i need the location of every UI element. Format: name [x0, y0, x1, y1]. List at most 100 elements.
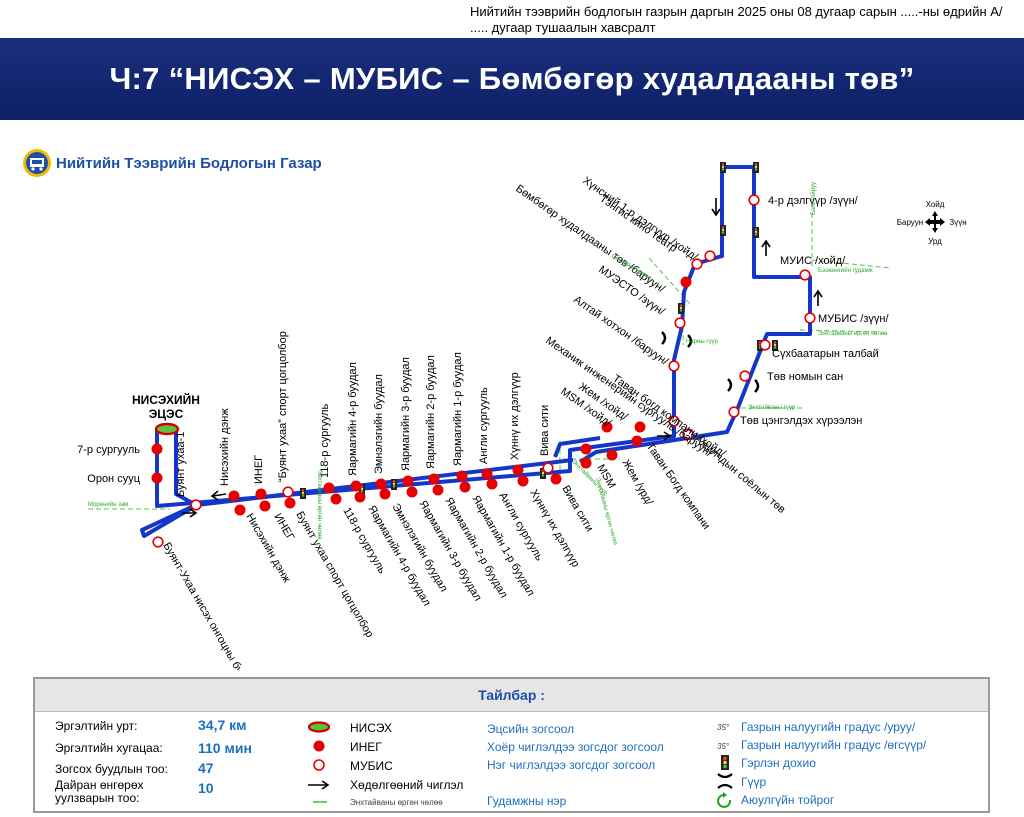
agency-header: Нийтийн Тээврийн Бодлогын Газар	[22, 146, 322, 180]
two-way-stop-icon	[606, 449, 618, 461]
one-way-stop-icon	[804, 312, 816, 324]
legend-one-way-text: Нэг чиглэлдээ зогсдог зогсоол	[487, 758, 656, 772]
direction-arrow-icon	[657, 431, 672, 441]
legend-roundabout-icon	[717, 792, 732, 808]
decree-text: Нийтийн тээврийн бодлогын газрын даргын …	[470, 4, 1003, 35]
two-way-stop-icon	[601, 421, 613, 433]
bridge-icon	[727, 378, 733, 392]
traffic-light-icon	[720, 162, 726, 173]
two-way-stop-icon	[486, 478, 498, 490]
stop-label: Төв номын сан	[767, 371, 843, 383]
traffic-light-icon	[753, 227, 759, 238]
two-way-stop-icon	[631, 435, 643, 447]
stop-label: 118-р сургууль	[319, 403, 331, 478]
route-line	[553, 436, 601, 458]
legend-slope-down-text: Газрын налуугийн градус /уруу/	[741, 720, 916, 734]
terminal-icon	[154, 422, 180, 436]
legend-two-way-text: Хоёр чиглэлдээ зогсдог зогсоол	[487, 740, 664, 754]
two-way-stop-icon	[456, 470, 468, 482]
stop-label: Ажилчдын соёлын төв	[692, 433, 788, 516]
stop-label: ИНЕГ	[253, 455, 265, 484]
one-way-stop-icon	[190, 499, 202, 511]
legend-panel: Тайлбар : Эргэлтийн урт: 34,7 км Эргэлти…	[33, 677, 990, 813]
agency-logo-icon	[23, 149, 51, 177]
two-way-stop-icon	[284, 497, 296, 509]
one-way-stop-icon	[748, 194, 760, 206]
one-way-stop-icon	[739, 370, 751, 382]
stop-label: Жем /урд/	[619, 458, 655, 509]
two-way-stop-icon	[330, 493, 342, 505]
legend-street-line-label: Энхтайваны өргөн чөлөө	[350, 798, 443, 807]
legend-slope-up-text: Газрын налуугийн градус /өгсүүр/	[741, 738, 927, 752]
stat-stops-value: 47	[198, 760, 214, 776]
one-way-stop-icon	[668, 360, 680, 372]
two-way-stop-icon	[634, 421, 646, 433]
stat-length-label: Эргэлтийн урт:	[55, 719, 138, 733]
direction-arrow-icon	[210, 490, 227, 501]
stop-label: Яармагийн 2-р буудал	[425, 355, 437, 469]
stop-label: Буянт ухаа-1	[175, 432, 187, 497]
route-title: Ч:7 “НИСЭХ – МУБИС – Бөмбөгөр худалдааны…	[109, 61, 915, 96]
two-way-stop-icon	[512, 464, 524, 476]
two-way-stop-icon	[323, 482, 335, 494]
stop-label: Англи сургууль	[478, 387, 490, 464]
stat-length-value: 34,7 км	[198, 717, 247, 733]
stat-duration-value: 110 мин	[198, 740, 252, 756]
compass-arrows-icon	[925, 211, 945, 233]
two-way-stop-icon	[375, 478, 387, 490]
legend-symbol-column	[307, 721, 331, 803]
stop-label: Буянт-Ухаа нисэх онгоцны буудал	[160, 541, 257, 671]
legend-title: Тайлбар :	[35, 679, 988, 712]
stop-label: Сүхбаатарын талбай	[772, 348, 879, 360]
stop-label: Бөмбөгөр худалдааны төв /баруун/	[513, 183, 667, 296]
legend-direction-arrow-icon	[308, 780, 330, 790]
street-line	[799, 329, 881, 333]
one-way-stop-icon	[152, 536, 164, 548]
street-label: Моренийн зам	[88, 501, 128, 508]
two-way-stop-icon	[580, 443, 592, 455]
stop-label: Вива сити	[539, 405, 551, 456]
legend-bridge-icon	[717, 773, 733, 789]
one-way-stop-icon	[691, 258, 703, 270]
two-way-stop-icon	[350, 480, 362, 492]
street-line	[811, 259, 891, 269]
stop-label: 4-р дэлгүүр /зүүн/	[768, 195, 859, 207]
street-label: Бээжингийн гудамж	[818, 267, 873, 274]
stop-label: Орон сууц	[87, 473, 140, 485]
legend-two-way-label: ИНЕГ	[350, 740, 382, 754]
two-way-stop-icon	[255, 488, 267, 500]
legend-roundabout-text: Аюулгүйн тойрог	[741, 793, 835, 807]
two-way-stop-icon	[580, 457, 592, 469]
stat-intersections-label: Дайран өнгөрөх уулзварын тоо:	[55, 778, 144, 805]
stop-label: Төв цэнгэлдэх хүрээлэн	[740, 415, 862, 427]
stop-label: Яармагийн 3-р буудал	[400, 357, 412, 471]
two-way-stop-icon	[406, 486, 418, 498]
stop-label: Хүннү их дэлгүүр	[509, 372, 521, 460]
legend-traffic-light-icon	[721, 755, 729, 770]
stat-duration-label: Эргэлтийн хугацаа:	[55, 741, 163, 755]
route-layer	[140, 165, 812, 538]
legend-one-way-label: МУБИС	[350, 759, 393, 773]
stop-layer	[151, 194, 816, 548]
stat-intersections-value: 10	[198, 780, 214, 796]
legend-bridge-text: Гүүр	[741, 775, 767, 789]
direction-arrow-icon	[711, 198, 721, 217]
two-way-stop-icon	[550, 473, 562, 485]
one-way-stop-icon	[282, 486, 294, 498]
compass: Хойд Урд Баруун Зүүн	[897, 200, 967, 246]
stop-label: Нисэхийн дэнж	[219, 408, 231, 486]
two-way-stop-icon	[517, 475, 529, 487]
street-label: Бага тойруу	[810, 182, 817, 215]
legend-terminal-stop-text: Эцсийн зогсоол	[487, 722, 575, 736]
two-way-stop-icon	[481, 468, 493, 480]
stop-label: Эмнэлэгийн буудал	[373, 374, 385, 474]
bridge-icon	[754, 379, 760, 393]
one-way-stop-icon	[668, 415, 680, 427]
traffic-light-icon	[753, 162, 759, 173]
street-label: Энхтайваны өргөн чөлөө	[316, 470, 323, 540]
legend-one-way-stop-icon	[313, 759, 325, 771]
two-way-stop-icon	[228, 490, 240, 502]
